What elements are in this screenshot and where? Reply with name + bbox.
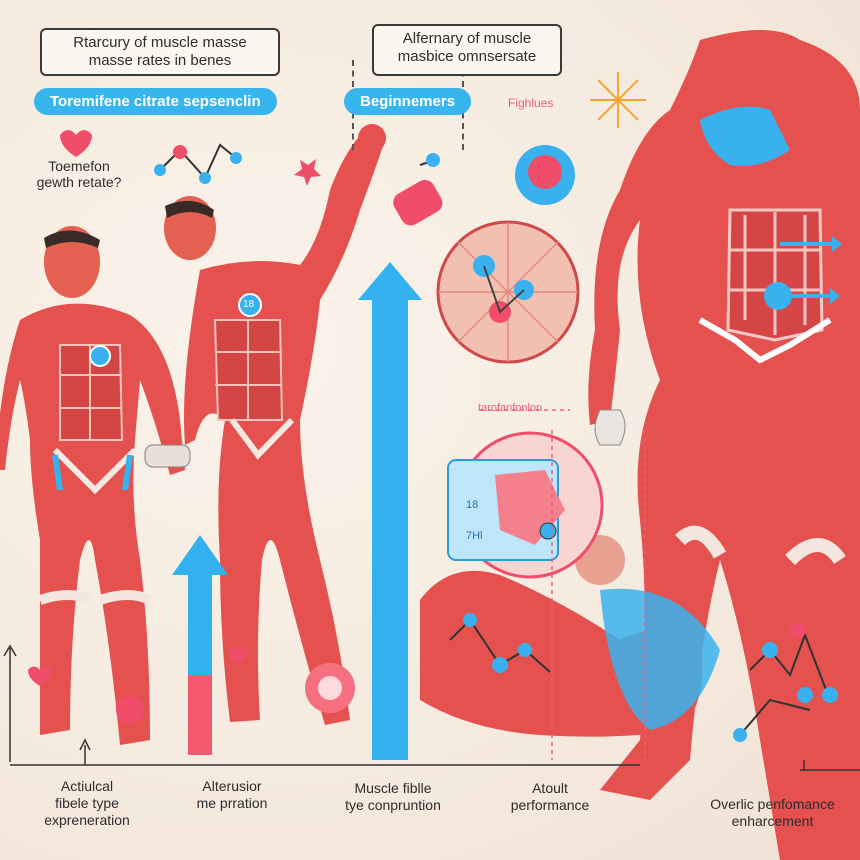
inset-label-b: 7Hl xyxy=(466,530,483,542)
bottom-label-1-line2: fibele type xyxy=(55,795,119,811)
bottom-label-2-line2: me prration xyxy=(196,795,268,811)
decorative-hearts xyxy=(28,130,443,686)
bottom-label-3-line2: tye conpruntion xyxy=(345,797,441,813)
bottom-label-4-line2: performance xyxy=(510,797,590,813)
inset-label-a: 18 xyxy=(466,499,479,511)
badge-label: 18 xyxy=(243,299,255,310)
bottom-label-4-line1: Atoult xyxy=(532,780,568,796)
recovering-figure xyxy=(420,535,720,737)
title-right-line2: masbice omnsersate xyxy=(397,48,537,65)
side-question-line1: Toemefon xyxy=(48,158,110,174)
bottom-label-4: Atoult performance xyxy=(485,780,615,814)
molecule-atoms xyxy=(116,145,838,742)
muscle-figure-left xyxy=(0,226,191,745)
bottom-label-1-line3: expreneration xyxy=(44,812,130,828)
bottom-label-5-line1: Overlic penfomance xyxy=(710,796,835,812)
bottom-label-1-line1: Actiulcal xyxy=(60,778,114,794)
growth-arrows xyxy=(172,262,422,760)
title-left-line2: masse rates in benes xyxy=(88,52,232,69)
spark-icon xyxy=(590,72,646,128)
bottom-axis xyxy=(3,644,860,771)
fighlues-label: Fighlues xyxy=(508,96,554,110)
bottom-label-3-line1: Muscle fiblle xyxy=(354,780,432,796)
title-right-line1: Alfernary of muscle xyxy=(402,30,532,47)
cell-zoom-views xyxy=(436,145,604,579)
bottom-label-2: Alterusior me prration xyxy=(172,778,292,812)
title-left-line1: Rtarcury of muscle masse xyxy=(73,34,247,51)
side-question: Toemefon gewth retate? xyxy=(4,158,154,190)
bottom-label-3: Muscle fiblle tye conpruntion xyxy=(318,780,468,814)
bottom-label-1: Actiulcal fibele type expreneration xyxy=(22,778,152,829)
beginners-pill: Beginnemers xyxy=(344,88,472,115)
bottom-label-5-line2: enharcement xyxy=(731,813,814,829)
title-box-left: Rtarcury of muscle masse masse rates in … xyxy=(40,28,280,76)
bottom-label-2-line1: Alterusior xyxy=(202,778,262,794)
bottom-label-5: Overlic penfomance enharcement xyxy=(690,796,855,830)
muscle-figure-flexing xyxy=(164,124,386,725)
side-question-line2: gewth retate? xyxy=(36,174,122,190)
title-box-right: Alfernary of muscle masbice omnsersate xyxy=(372,24,562,76)
mid-pink-label: tarofanfonlon xyxy=(478,402,543,414)
pink-guides xyxy=(480,409,646,760)
toremifene-pill: Toremifene citrate sepsenclin xyxy=(34,88,277,115)
